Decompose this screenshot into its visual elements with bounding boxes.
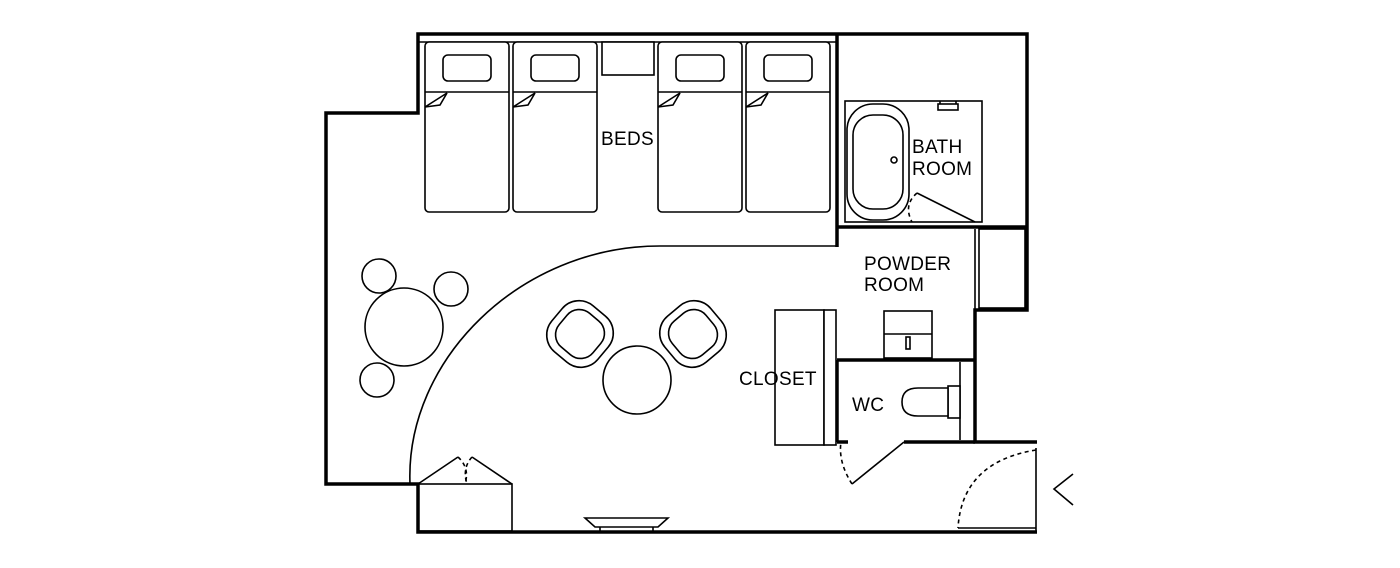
bed-1 (424, 41, 510, 213)
chair-icon (658, 299, 728, 369)
label-bathroom-line2: ROOM (912, 159, 972, 180)
toilet-icon (901, 385, 961, 419)
bathroom-door (907, 192, 976, 223)
wc-fixtures (839, 362, 961, 485)
label-beds: BEDS (601, 129, 654, 150)
stool-3 (359, 362, 395, 398)
bathtub-icon (846, 103, 910, 221)
table-icon (602, 345, 672, 415)
stool-2 (433, 271, 469, 307)
label-powder-line2: ROOM (864, 275, 924, 296)
table-icon (364, 287, 444, 367)
label-wc: WC (852, 395, 884, 416)
powder-room-fixtures (883, 228, 1026, 360)
stool-1 (361, 258, 397, 294)
bed-3 (657, 41, 743, 213)
label-bathroom-line1: BATH (912, 137, 962, 158)
lounge-center (545, 299, 728, 415)
closet-unit (774, 309, 837, 446)
label-closet: CLOSET (739, 369, 817, 390)
entrance-arrow-icon (1052, 473, 1074, 506)
wc-door (839, 441, 905, 485)
bathroom-fixtures (844, 100, 983, 223)
interior-walls (835, 34, 1027, 444)
lounge-left (359, 258, 469, 398)
wall-shelf (582, 517, 671, 531)
room-labels: BEDS BATH ROOM POWDER ROOM CLOSET WC (601, 129, 972, 416)
entrance (957, 448, 1074, 532)
bed-2 (512, 41, 598, 213)
label-powder-line1: POWDER (864, 254, 951, 275)
nightstand (601, 41, 655, 76)
bed-4 (745, 41, 831, 213)
sink-icon (883, 310, 933, 359)
chair-icon (545, 299, 615, 369)
corner-cabinet (417, 456, 513, 532)
faucet (937, 101, 959, 111)
